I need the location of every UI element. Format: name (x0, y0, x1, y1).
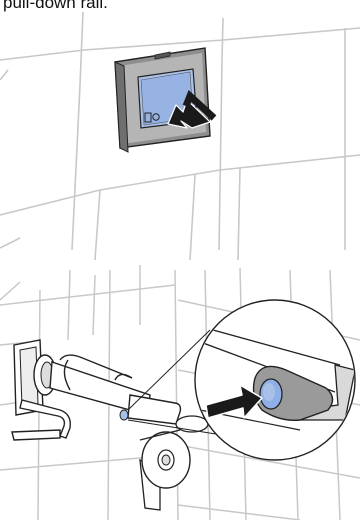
rail-button-small (120, 410, 128, 420)
magnified-detail (195, 300, 355, 460)
toilet-paper-roll-icon (140, 416, 208, 510)
wall-push-button-illustration (0, 12, 360, 260)
rail-push-button-illustration (0, 265, 360, 520)
